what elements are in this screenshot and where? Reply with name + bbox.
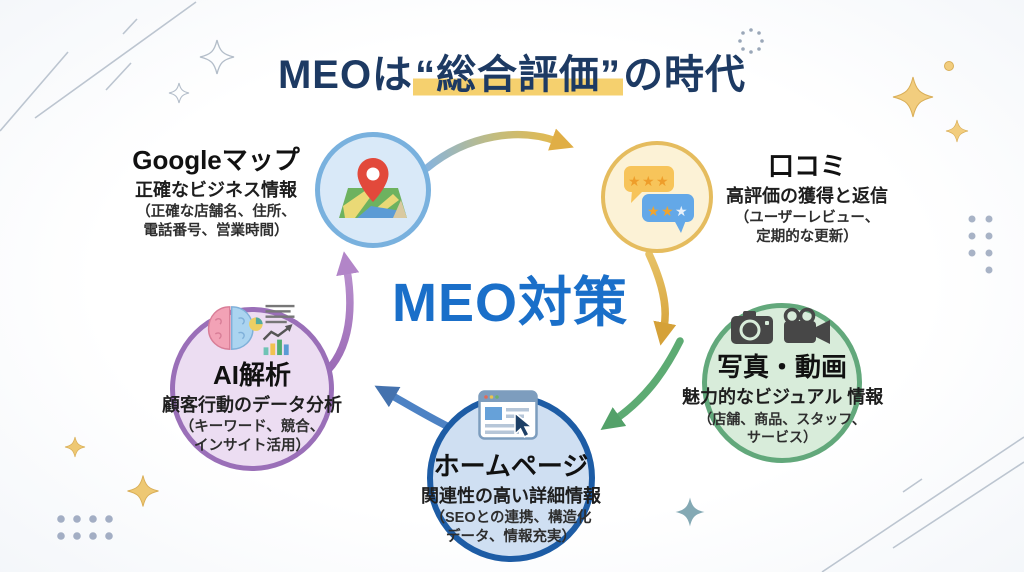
dot-accent <box>944 61 954 71</box>
node-google-map-detail: （正確な店舗名、住所、 電話番号、営業時間） <box>136 204 296 240</box>
node-google-map: Googleマップ 正確なビジネス情報 （正確な店舗名、住所、 電話番号、営業時… <box>101 144 331 241</box>
node-google-map-title: Googleマップ <box>132 145 300 175</box>
sparkle-icon <box>945 119 969 143</box>
svg-text:★: ★ <box>661 204 674 220</box>
sparkle-icon <box>675 497 705 527</box>
sparkle-icon <box>127 475 159 507</box>
diagonal-lines-bottom-right <box>821 436 1024 572</box>
node-google-map-subtitle: 正確なビジネス情報 <box>135 179 297 200</box>
node-photo-video: 写真・動画 魅力的なビジュアル 情報 （店舗、商品、スタッフ、 サービス） <box>682 307 884 447</box>
node-review-subtitle: 高評価の獲得と返信 <box>726 185 888 206</box>
review-stars-icon: ★ ★ ★ ★ ★ ★ <box>624 166 694 233</box>
node-photo-video-circle <box>702 303 862 463</box>
svg-text:★: ★ <box>656 174 669 190</box>
title-post: の時代 <box>623 53 747 97</box>
node-homepage-detail: （SEOとの連携、構造化 データ、情報充実） <box>430 510 592 546</box>
node-homepage: ホームページ 関連性の高い詳細情報 （SEOとの連携、構造化 データ、情報充実） <box>419 390 603 547</box>
node-ai-analysis: AI解析 顧客行動のデータ分析 （キーワード、競合、 インサイト活用） <box>155 301 349 456</box>
arrow-photo-to-homepage <box>600 337 684 431</box>
svg-text:★: ★ <box>675 204 688 220</box>
svg-text:★: ★ <box>628 174 641 190</box>
center-label: MEO対策 <box>391 273 628 333</box>
node-photo-video-detail: （店舗、商品、スタッフ、 サービス） <box>698 411 866 446</box>
diagonal-lines-top-left <box>0 1 197 132</box>
node-homepage-subtitle: 関連性の高い詳細情報 <box>421 485 601 506</box>
node-ai-analysis-subtitle: 顧客行動のデータ分析 <box>162 394 342 415</box>
node-photo-video-title: 写真・動画 <box>716 352 847 382</box>
dot-grid-bottom-left <box>57 515 113 540</box>
svg-text:★: ★ <box>642 174 655 190</box>
title-pre: MEOは <box>277 53 414 97</box>
sparkle-icon <box>199 39 235 75</box>
map-pin-icon <box>339 158 407 218</box>
node-review-title: 口コミ <box>767 151 846 181</box>
page-title: MEOは“総合評価”の時代 <box>0 42 1024 100</box>
arrow-googlemap-to-review <box>423 128 574 172</box>
browser-cursor-icon <box>478 390 538 440</box>
node-photo-video-subtitle: 魅力的なビジュアル 情報 <box>682 386 884 407</box>
dotted-ring <box>738 28 764 54</box>
sparkle-icons <box>64 39 969 527</box>
node-review: 口コミ 高評価の獲得と返信 （ユーザーレビュー、 定期的な更新） <box>712 150 902 247</box>
node-google-map-circle <box>315 132 431 248</box>
arrow-review-to-photo <box>645 250 677 346</box>
sparkle-icon <box>892 76 934 118</box>
sparkle-icon <box>64 436 86 458</box>
node-ai-analysis-detail: （キーワード、競合、 インサイト活用） <box>179 419 325 455</box>
node-review-circle: ★ ★ ★ ★ ★ ★ <box>601 141 713 253</box>
svg-text:★: ★ <box>647 204 660 220</box>
sparkle-icon <box>168 82 190 104</box>
camera-video-icon <box>731 307 830 344</box>
ai-brain-icon <box>207 304 295 356</box>
title-highlight: “総合評価” <box>413 53 624 97</box>
dot-grid-right <box>968 215 993 274</box>
node-review-detail: （ユーザーレビュー、 定期的な更新） <box>734 210 880 246</box>
node-ai-analysis-title: AI解析 <box>212 360 291 390</box>
node-homepage-title: ホームページ <box>433 451 589 481</box>
